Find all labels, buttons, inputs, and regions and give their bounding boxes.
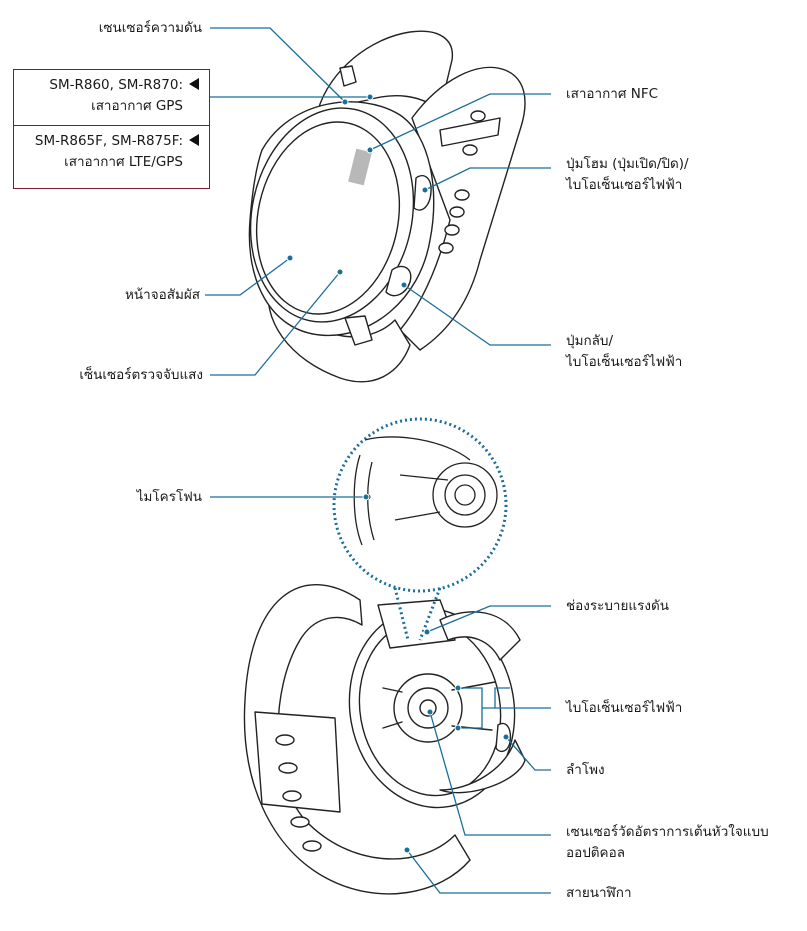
label-optical-hr-2: ออปติคอล bbox=[566, 845, 625, 861]
front-lug-bottom bbox=[344, 315, 373, 346]
front-lug-top bbox=[339, 65, 357, 87]
back-watch-illustration bbox=[243, 583, 526, 895]
zoom-circle bbox=[332, 417, 508, 593]
label-nfc-antenna: เสาอากาศ NFC bbox=[566, 86, 659, 102]
callout-home bbox=[424, 167, 551, 191]
callout-pressure-sensor bbox=[210, 27, 346, 103]
back-strap-bottom bbox=[439, 739, 526, 794]
label-home-key-2: ไบโอเซ็นเซอร์ไฟฟ้า bbox=[566, 177, 683, 193]
arrow-left-icon bbox=[189, 78, 199, 90]
back-callouts bbox=[210, 496, 551, 894]
callout-optical-hr bbox=[429, 711, 551, 836]
zoom-content bbox=[353, 436, 498, 546]
model-box-lte-models: SM-R865F, SM-R875F: bbox=[34, 133, 183, 149]
label-home-key-1: ปุ่มโฮม (ปุ่มเปิด/ปิด)/ bbox=[566, 156, 689, 172]
label-strap: สายนาฬิกา bbox=[566, 885, 632, 901]
back-lug-top bbox=[377, 599, 456, 649]
strap-holes bbox=[438, 110, 486, 254]
model-box-gps-antenna: เสาอากาศ GPS bbox=[91, 98, 183, 114]
nfc-patch bbox=[348, 148, 372, 186]
zoom-connectors bbox=[393, 587, 442, 641]
home-key bbox=[413, 174, 432, 211]
label-pressure-vent: ช่องระบายแรงดัน bbox=[566, 598, 669, 614]
callout-back bbox=[403, 284, 551, 346]
model-box-lte: SM-R865F, SM-R875F: เสาอากาศ LTE/GPS bbox=[13, 125, 210, 189]
front-callouts bbox=[205, 27, 551, 376]
callout-strap bbox=[406, 849, 551, 894]
label-back-key-2: ไบโอเซ็นเซอร์ไฟฟ้า bbox=[566, 354, 683, 370]
model-box-gps-models: SM-R860, SM-R870: bbox=[49, 77, 183, 93]
label-bio-sensor: ไบโอเซ็นเซอร์ไฟฟ้า bbox=[566, 700, 683, 716]
label-microphone: ไมโครโฟน bbox=[136, 489, 202, 505]
model-box-gps: SM-R860, SM-R870: เสาอากาศ GPS bbox=[13, 69, 210, 126]
callout-speaker bbox=[505, 736, 551, 771]
label-pressure-sensor: เซนเซอร์ความดัน bbox=[98, 20, 202, 36]
label-light-sensor: เซ็นเซอร์ตรวจจับแสง bbox=[79, 367, 203, 383]
callout-nfc bbox=[369, 93, 551, 151]
arrow-left-icon bbox=[189, 134, 199, 146]
back-strap-holes bbox=[275, 734, 322, 852]
back-strap-top bbox=[439, 611, 521, 661]
callout-touchscreen bbox=[205, 257, 291, 296]
front-strap-upper bbox=[317, 30, 454, 111]
callout-bio-join bbox=[482, 687, 510, 709]
back-callout-dots bbox=[362, 493, 510, 854]
back-strap-keeper bbox=[254, 711, 341, 813]
callout-light-sensor bbox=[210, 271, 341, 376]
callout-pressure-vent bbox=[426, 605, 551, 633]
label-touchscreen: หน้าจอสัมผัส bbox=[124, 287, 200, 303]
label-back-key-1: ปุ่มกลับ/ bbox=[566, 333, 614, 349]
front-buckle bbox=[439, 117, 501, 147]
label-speaker: ลำโพง bbox=[566, 762, 605, 778]
front-callout-dots bbox=[286, 93, 429, 289]
front-watch-illustration bbox=[248, 30, 526, 383]
label-optical-hr-1: เซนเซอร์วัดอัตราการเต้นหัวใจแบบ bbox=[566, 824, 769, 840]
model-box-lte-antenna: เสาอากาศ LTE/GPS bbox=[64, 154, 183, 170]
